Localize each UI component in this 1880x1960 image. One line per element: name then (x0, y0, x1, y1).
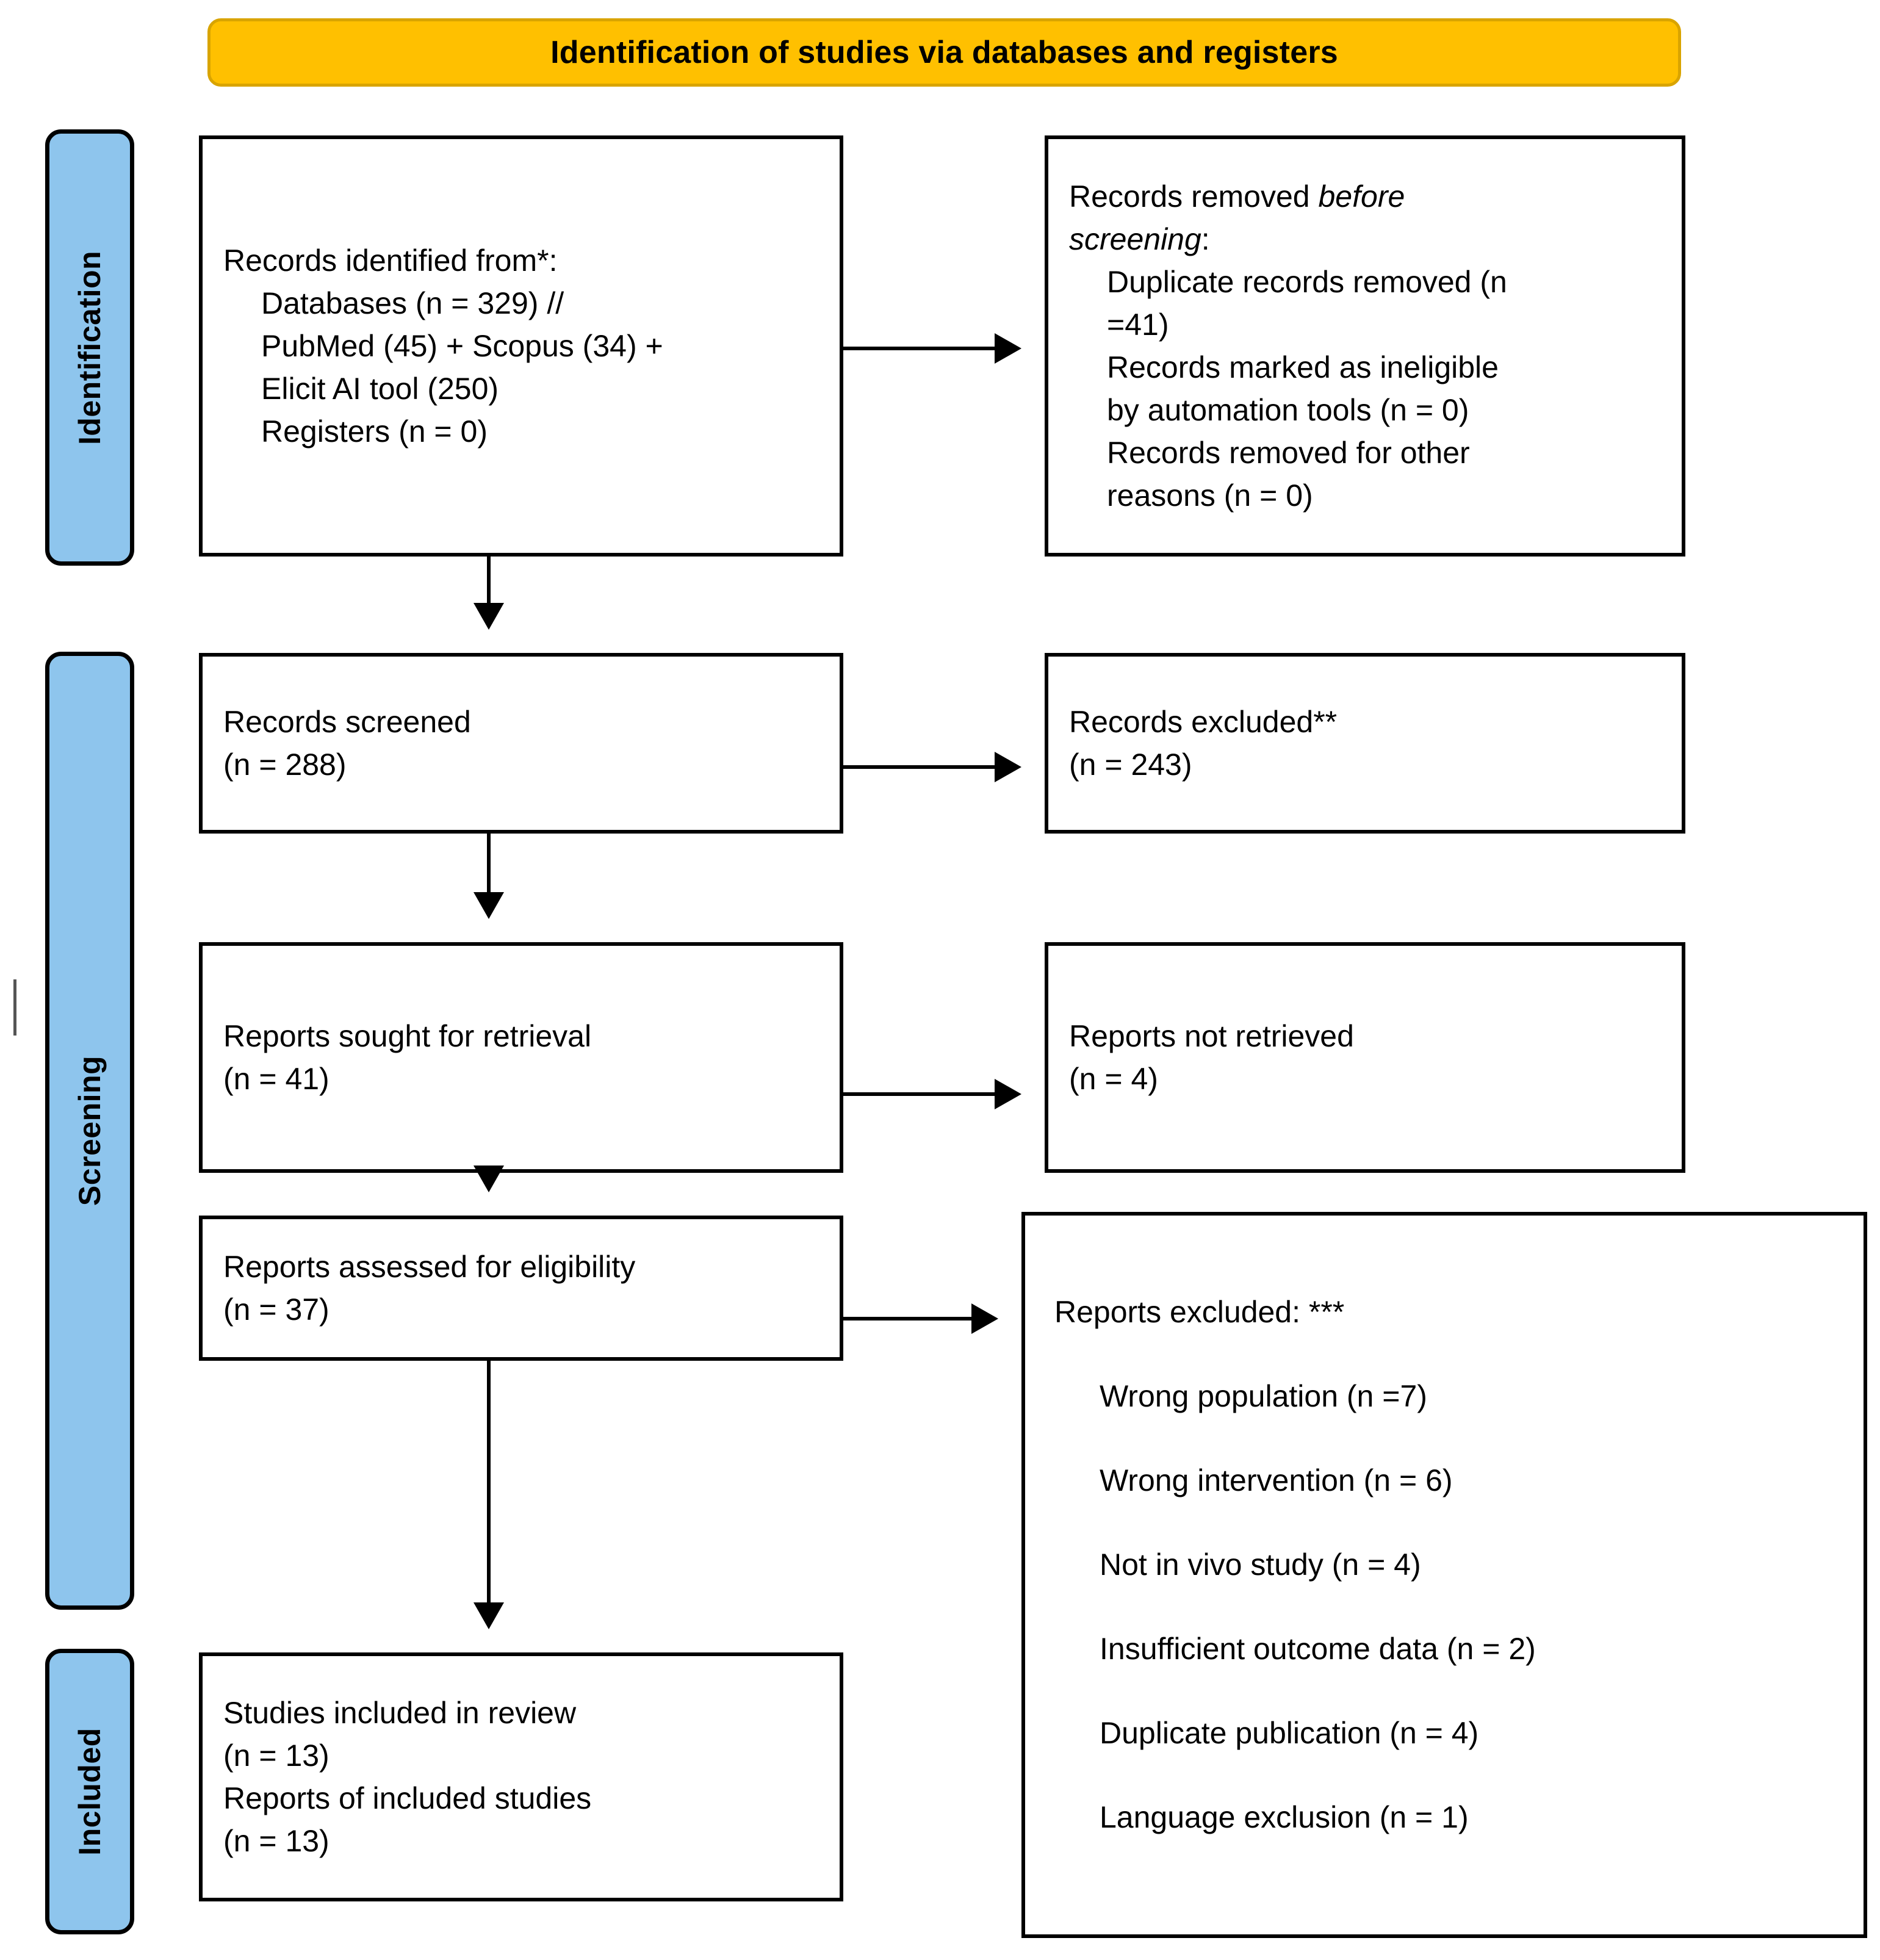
box-reports-sought-for-retrieval: Reports sought for retrieval (n = 41) (199, 942, 843, 1173)
records-screened-count: (n = 288) (223, 748, 347, 782)
phase-bar-screening: Screening (45, 652, 134, 1610)
reports-sought-count: (n = 41) (223, 1062, 330, 1096)
box-reports-not-retrieved: Reports not retrieved (n = 4) (1045, 942, 1685, 1173)
records-removed-title-prefix: Records removed (1069, 179, 1319, 214)
reports-excluded-reason: Insufficient outcome data (n = 2) (1100, 1632, 1536, 1666)
phase-bar-identification: Identification (45, 129, 134, 566)
reports-assessed-count: (n = 37) (223, 1292, 330, 1327)
reports-excluded-reason: Not in vivo study (n = 4) (1100, 1547, 1421, 1582)
arrow-identified-to-screened (487, 557, 491, 626)
arrow-sought-to-not-retrieved (843, 1092, 1018, 1096)
reports-of-included-studies-title: Reports of included studies (223, 1781, 592, 1815)
records-identified-item: Registers (n = 0) (261, 414, 488, 449)
arrow-screened-to-excluded (843, 765, 1018, 769)
reports-excluded-reason: Wrong intervention (n = 6) (1100, 1463, 1453, 1497)
reports-excluded-title: Reports excluded: *** (1054, 1295, 1345, 1329)
phase-label-included: Included (73, 1728, 107, 1856)
box-studies-included: Studies included in review (n = 13) Repo… (199, 1652, 843, 1901)
records-removed-title-line2: screening: (1069, 218, 1661, 261)
arrow-assessed-to-reports-excluded (843, 1317, 995, 1320)
phase-bar-included: Included (45, 1649, 134, 1934)
reports-excluded-reason: Language exclusion (n = 1) (1100, 1800, 1469, 1834)
reports-excluded-reason: Duplicate publication (n = 4) (1100, 1716, 1479, 1750)
arrow-assessed-to-included (487, 1361, 491, 1626)
records-screened-title: Records screened (223, 705, 471, 739)
arrow-identified-to-removed (843, 347, 1018, 350)
reports-not-retrieved-count: (n = 4) (1069, 1062, 1158, 1096)
records-removed-title-italic: before (1318, 179, 1405, 214)
reports-not-retrieved-title: Reports not retrieved (1069, 1019, 1354, 1053)
studies-included-title: Studies included in review (223, 1696, 577, 1730)
arrow-sought-to-assessed (487, 1173, 491, 1189)
records-identified-title: Records identified from*: (223, 243, 558, 278)
records-removed-item: Records removed for other (1107, 436, 1470, 470)
records-removed-title-line1: Records removed before (1069, 175, 1661, 218)
records-removed-item: =41) (1107, 308, 1169, 342)
records-removed-title-italic2: screening (1069, 222, 1201, 256)
box-records-screened: Records screened (n = 288) (199, 653, 843, 834)
records-excluded-title: Records excluded** (1069, 705, 1338, 739)
reports-sought-title: Reports sought for retrieval (223, 1019, 592, 1053)
records-removed-item: reasons (n = 0) (1107, 478, 1313, 513)
arrow-screened-to-sought (487, 834, 491, 915)
left-margin-tick (13, 979, 16, 1036)
box-records-removed-before-screening: Records removed before screening: Duplic… (1045, 135, 1685, 557)
records-removed-item: Duplicate records removed (n (1107, 265, 1507, 299)
page-title: Identification of studies via databases … (550, 35, 1338, 70)
studies-included-count: (n = 13) (223, 1738, 330, 1773)
records-removed-item: by automation tools (n = 0) (1107, 393, 1469, 427)
records-removed-title-suffix: : (1201, 222, 1210, 256)
phase-label-screening: Screening (73, 1055, 107, 1206)
box-records-identified: Records identified from*: Databases (n =… (199, 135, 843, 557)
box-reports-excluded: Reports excluded: *** Wrong population (… (1021, 1212, 1867, 1938)
phase-label-identification: Identification (73, 250, 107, 445)
records-identified-item: Elicit AI tool (250) (261, 372, 499, 406)
box-reports-assessed-for-eligibility: Reports assessed for eligibility (n = 37… (199, 1216, 843, 1361)
records-excluded-count: (n = 243) (1069, 748, 1192, 782)
reports-assessed-title: Reports assessed for eligibility (223, 1250, 636, 1284)
reports-excluded-reason: Wrong population (n =7) (1100, 1379, 1427, 1413)
header-banner: Identification of studies via databases … (207, 18, 1681, 87)
records-removed-item: Records marked as ineligible (1107, 350, 1499, 384)
records-identified-item: PubMed (45) + Scopus (34) + (261, 329, 663, 363)
reports-of-included-studies-count: (n = 13) (223, 1824, 330, 1858)
box-records-excluded: Records excluded** (n = 243) (1045, 653, 1685, 834)
records-identified-item: Databases (n = 329) // (261, 286, 564, 320)
